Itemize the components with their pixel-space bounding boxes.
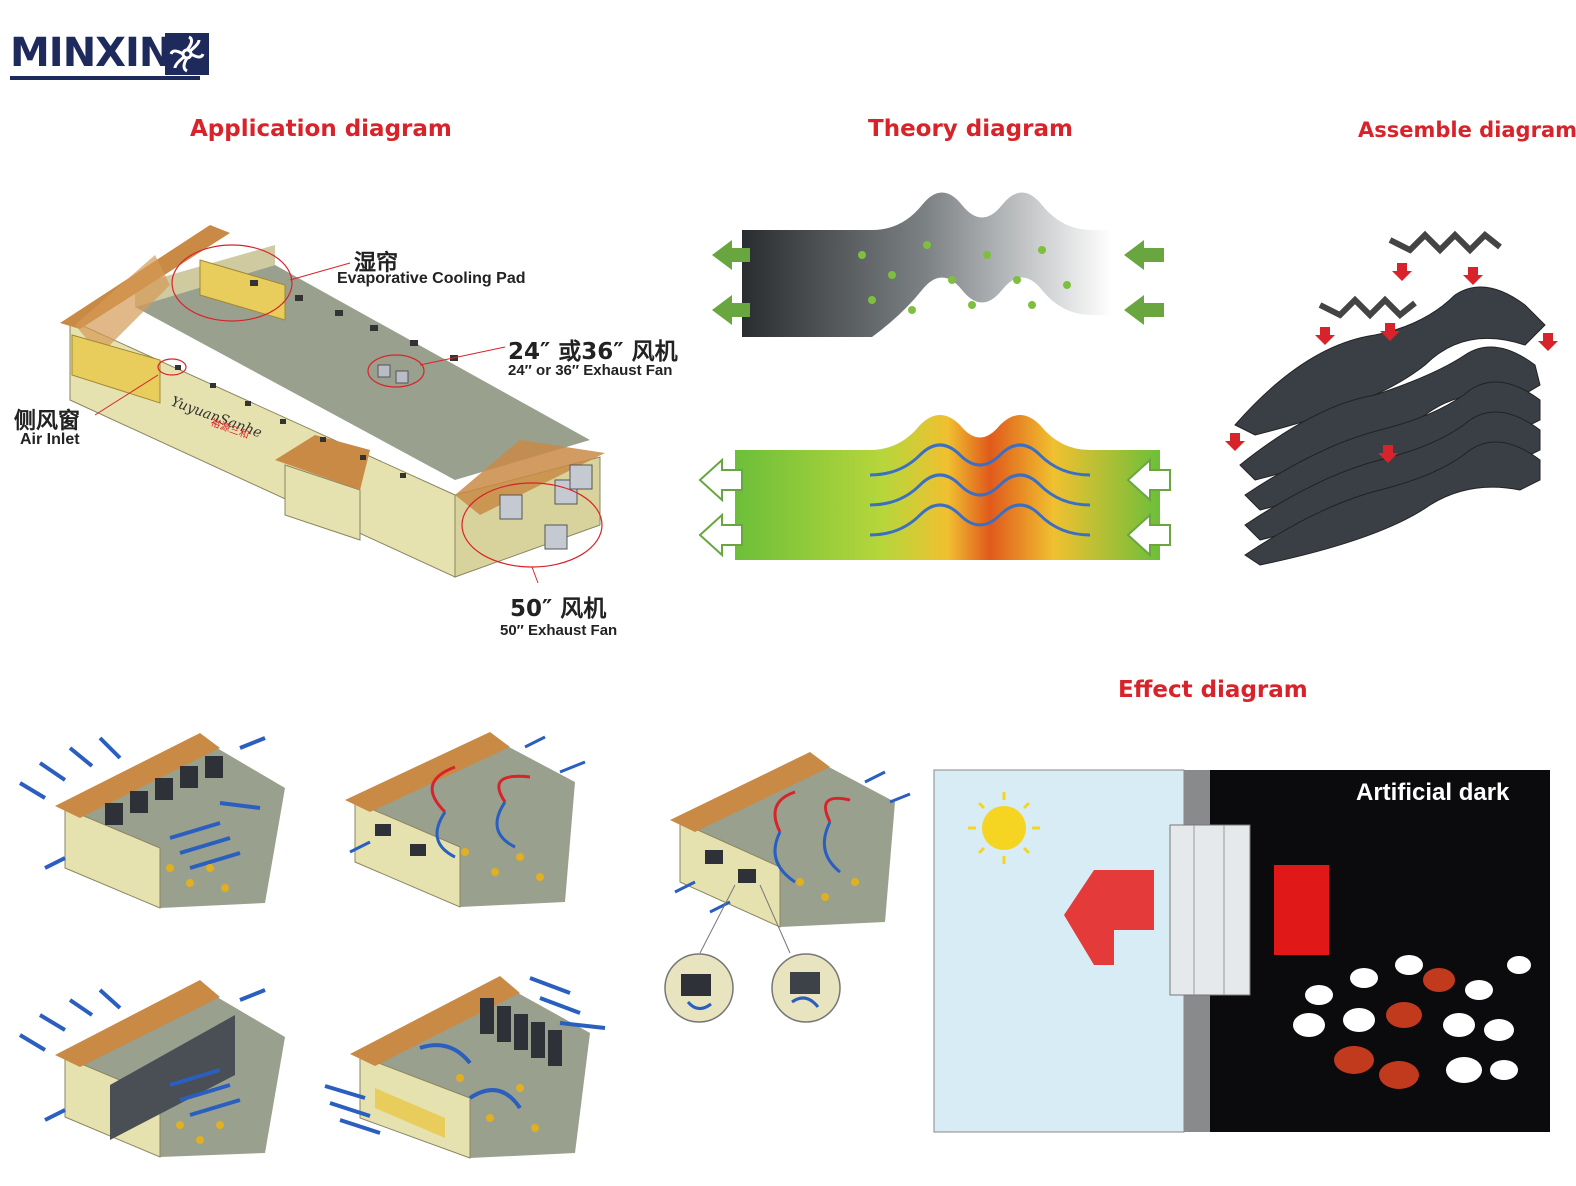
air-inlet-label-en: Air Inlet <box>20 431 80 448</box>
logo-underline <box>10 76 200 80</box>
ventilation-cutaway-1 <box>18 733 285 909</box>
application-house-illustration: YuyuanSanhe 裕源三和 <box>60 225 605 584</box>
brand-name: MINXIN <box>10 30 172 76</box>
theory-diagram-title: Theory diagram <box>868 116 1073 142</box>
ventilation-cutaway-5 <box>324 976 606 1159</box>
brand-logo: MINXIN <box>10 30 210 80</box>
assemble-diagram-title: Assemble diagram <box>1358 118 1576 142</box>
chicken-flock <box>1293 955 1531 1089</box>
cooling-pad-label-cn: 湿帘 <box>354 251 399 276</box>
effect-light-dark-illustration <box>933 769 1550 1133</box>
air-inlet-detail-left <box>664 953 734 1023</box>
cooling-pad-label-en: Evaporative Cooling Pad <box>337 270 526 287</box>
detail-callout-lines <box>699 884 791 954</box>
ventilation-cutaway-3 <box>670 752 911 928</box>
theory-airflow-pad-illustration <box>712 192 1164 337</box>
exhaust-fan-large-label-cn: 50″ 风机 <box>510 596 607 622</box>
ventilation-cutaway-2 <box>345 732 586 908</box>
sun-icon <box>968 792 1040 864</box>
ventilation-cutaway-4 <box>18 980 285 1158</box>
assemble-sheets-illustration <box>1225 230 1558 566</box>
exhaust-fan-large-label-en: 50″ Exhaust Fan <box>500 622 618 639</box>
application-diagram-title: Application diagram <box>190 116 452 142</box>
artificial-dark-label: Artificial dark <box>1356 779 1510 806</box>
exhaust-fan-small-label-cn: 24″ 或36″ 风机 <box>508 339 678 365</box>
exhaust-fan-small-label-en: 24″ or 36″ Exhaust Fan <box>508 362 673 379</box>
fan-icon <box>165 33 209 75</box>
effect-diagram-title: Effect diagram <box>1118 677 1308 703</box>
theory-heatmap-pad-illustration <box>698 415 1171 560</box>
air-inlet-detail-right <box>771 953 841 1023</box>
air-inlet-label-cn: 侧风窗 <box>14 409 81 434</box>
